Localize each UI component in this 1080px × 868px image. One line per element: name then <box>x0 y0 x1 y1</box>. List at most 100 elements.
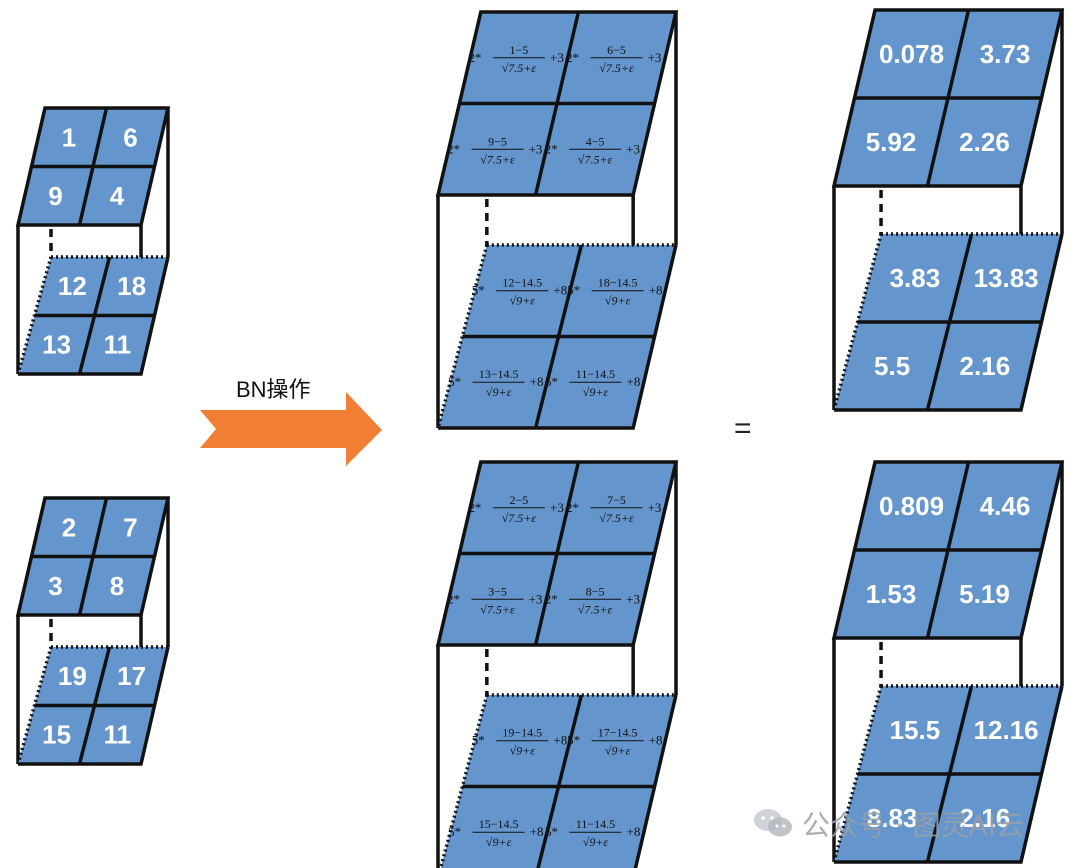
formula-1-top-formula-0-1: 2*7−5√7.5+ε+3 <box>566 493 661 525</box>
formula-denominator: √7.5+ε <box>599 61 634 75</box>
formula-denominator: √7.5+ε <box>480 152 515 166</box>
input-0-bottom-cell-0-1: 18 <box>117 271 146 301</box>
formula-denominator: √9+ε <box>486 385 512 399</box>
watermark: 公众号 · 图灵AI云 <box>802 809 1025 842</box>
formula-denominator: √7.5+ε <box>599 511 634 525</box>
formula-add: +3 <box>648 500 662 515</box>
formula-denominator: √7.5+ε <box>578 602 613 616</box>
equals-sign: = <box>734 412 752 445</box>
input-0-bottom-cell-1-0: 13 <box>42 330 71 360</box>
formula-add: +3 <box>626 141 640 156</box>
input-1-bottom-cell-1-1: 11 <box>104 720 132 750</box>
formula-coef: 2* <box>545 591 558 606</box>
formula-add: +8 <box>530 824 544 839</box>
formula-numerator: 13−14.5 <box>479 367 519 381</box>
formula-numerator: 7−5 <box>607 493 626 507</box>
formula-add: +3 <box>626 591 640 606</box>
bn-arrow <box>200 392 382 466</box>
formula-denominator: √9+ε <box>486 835 512 849</box>
output-1-bottom-cell-1-1: 2.16 <box>960 803 1011 833</box>
formula-add: +3 <box>529 591 543 606</box>
formula-denominator: √7.5+ε <box>502 61 537 75</box>
formula-1-top-grid-edge <box>435 460 679 647</box>
output-0-bottom-cell-0-1: 13.83 <box>974 263 1039 293</box>
input-0-bottom-cell-1-1: 11 <box>104 330 132 360</box>
formula-0-top-grid-edge <box>435 10 679 197</box>
formula-numerator: 11−14.5 <box>576 817 615 831</box>
formula-1-top-formula-0-0: 2*2−5√7.5+ε+3 <box>468 493 563 525</box>
formula-coef: 5* <box>567 733 580 748</box>
formula-1-bottom-grid-edge <box>633 694 678 868</box>
formula-numerator: 17−14.5 <box>598 726 638 740</box>
formula-numerator: 11−14.5 <box>576 367 615 381</box>
formula-add: +8 <box>530 374 544 389</box>
output-1-bottom-cell-0-1: 12.16 <box>974 715 1039 745</box>
formula-denominator: √9+ε <box>605 744 631 758</box>
formula-1-bottom-grid-dotted-edge <box>438 694 489 868</box>
input-0-top-cell-0-1: 6 <box>123 122 137 152</box>
formula-1-top-formula-1-0: 2* 3−5 √7.5+ε +3 <box>447 584 542 616</box>
output-0-bottom-cell-1-1: 2.16 <box>960 351 1011 381</box>
formula-coef: 5* <box>472 283 485 298</box>
formula-numerator: 2−5 <box>510 493 529 507</box>
formula-1-bottom-formula-1-1: 5*11−14.5√9+ε+8 <box>545 817 640 849</box>
formula-1-bottom-formula-1-0: 5* 15−14.5 √9+ε +8 <box>448 817 543 849</box>
formula-numerator: 18−14.5 <box>598 276 638 290</box>
formula-0-bottom-formula-0-0: 5*12−14.5√9+ε+8 <box>472 276 567 308</box>
formula-coef: 5* <box>567 283 580 298</box>
formula-1-bottom-formula-0-0: 5*19−14.5√9+ε+8 <box>472 726 567 758</box>
output-0-top-cell-1-1: 2.26 <box>959 127 1010 157</box>
formula-add: +8 <box>627 374 641 389</box>
formula-1-top-formula-1-1: 2*8−5√7.5+ε+3 <box>545 584 640 616</box>
input-1-top-cell-0-0: 2 <box>62 512 76 542</box>
input-0-top-cell-0-0: 1 <box>62 122 76 152</box>
input-1-top-cell-1-1: 8 <box>110 571 124 601</box>
input-1-bottom-cell-0-1: 17 <box>117 661 146 691</box>
output-1-top-cell-1-1: 5.19 <box>959 579 1010 609</box>
formula-add: +3 <box>550 50 564 65</box>
output-0-top-cell-0-1: 3.73 <box>980 39 1031 69</box>
input-1-top-cell-0-1: 7 <box>123 512 137 542</box>
formula-coef: 2* <box>545 141 558 156</box>
formula-coef: 2* <box>447 141 460 156</box>
formula-0-bottom-formula-0-1: 5* 18−14.5 √9+ε +8 <box>567 276 662 308</box>
formula-numerator: 4−5 <box>586 134 605 148</box>
formula-numerator: 3−5 <box>488 584 507 598</box>
formula-denominator: √9+ε <box>605 294 631 308</box>
formula-0-bottom-formula-1-1: 5* 11−14.5 √9+ε +8 <box>545 367 640 399</box>
formula-coef: 5* <box>448 824 461 839</box>
formula-add: +8 <box>649 283 663 298</box>
formula-1-bottom-formula-0-1: 5* 17−14.5 √9+ε +8 <box>567 726 662 758</box>
formula-coef: 5* <box>545 374 558 389</box>
input-1-bottom-cell-0-0: 19 <box>58 661 87 691</box>
formula-add: +8 <box>553 733 567 748</box>
formula-denominator: √7.5+ε <box>480 602 515 616</box>
output-1-top-grid-edge <box>831 460 1065 640</box>
formula-denominator: √9+ε <box>510 744 536 758</box>
formula-add: +3 <box>529 141 543 156</box>
input-0-top-cell-1-0: 9 <box>48 181 62 211</box>
formula-add: +3 <box>648 50 662 65</box>
formula-0-top-formula-1-1: 2*4−5√7.5+ε+3 <box>545 134 640 166</box>
input-0-bottom-cell-0-0: 12 <box>58 271 87 301</box>
input-0-top-grid-edge <box>15 106 171 227</box>
formula-coef: 2* <box>468 500 481 515</box>
formula-coef: 2* <box>468 50 481 65</box>
output-1-top-cell-0-0: 0.809 <box>879 491 944 521</box>
formula-add: +8 <box>649 733 663 748</box>
input-1-top-grid-edge <box>15 496 171 617</box>
output-0-top-cell-0-0: 0.078 <box>879 39 944 69</box>
formula-add: +8 <box>553 283 567 298</box>
output-0-bottom-cell-1-0: 5.5 <box>874 351 910 381</box>
formula-coef: 2* <box>447 591 460 606</box>
output-0-bottom-grid-edge <box>834 233 1064 412</box>
formula-numerator: 12−14.5 <box>502 276 542 290</box>
input-1-bottom-cell-1-0: 15 <box>42 720 71 750</box>
formula-denominator: √9+ε <box>583 385 609 399</box>
formula-numerator: 15−14.5 <box>479 817 519 831</box>
wechat-icon <box>754 809 792 837</box>
formula-add: +3 <box>550 500 564 515</box>
output-0-bottom-cell-0-0: 3.83 <box>890 263 941 293</box>
output-0-top-cell-1-0: 5.92 <box>866 127 917 157</box>
